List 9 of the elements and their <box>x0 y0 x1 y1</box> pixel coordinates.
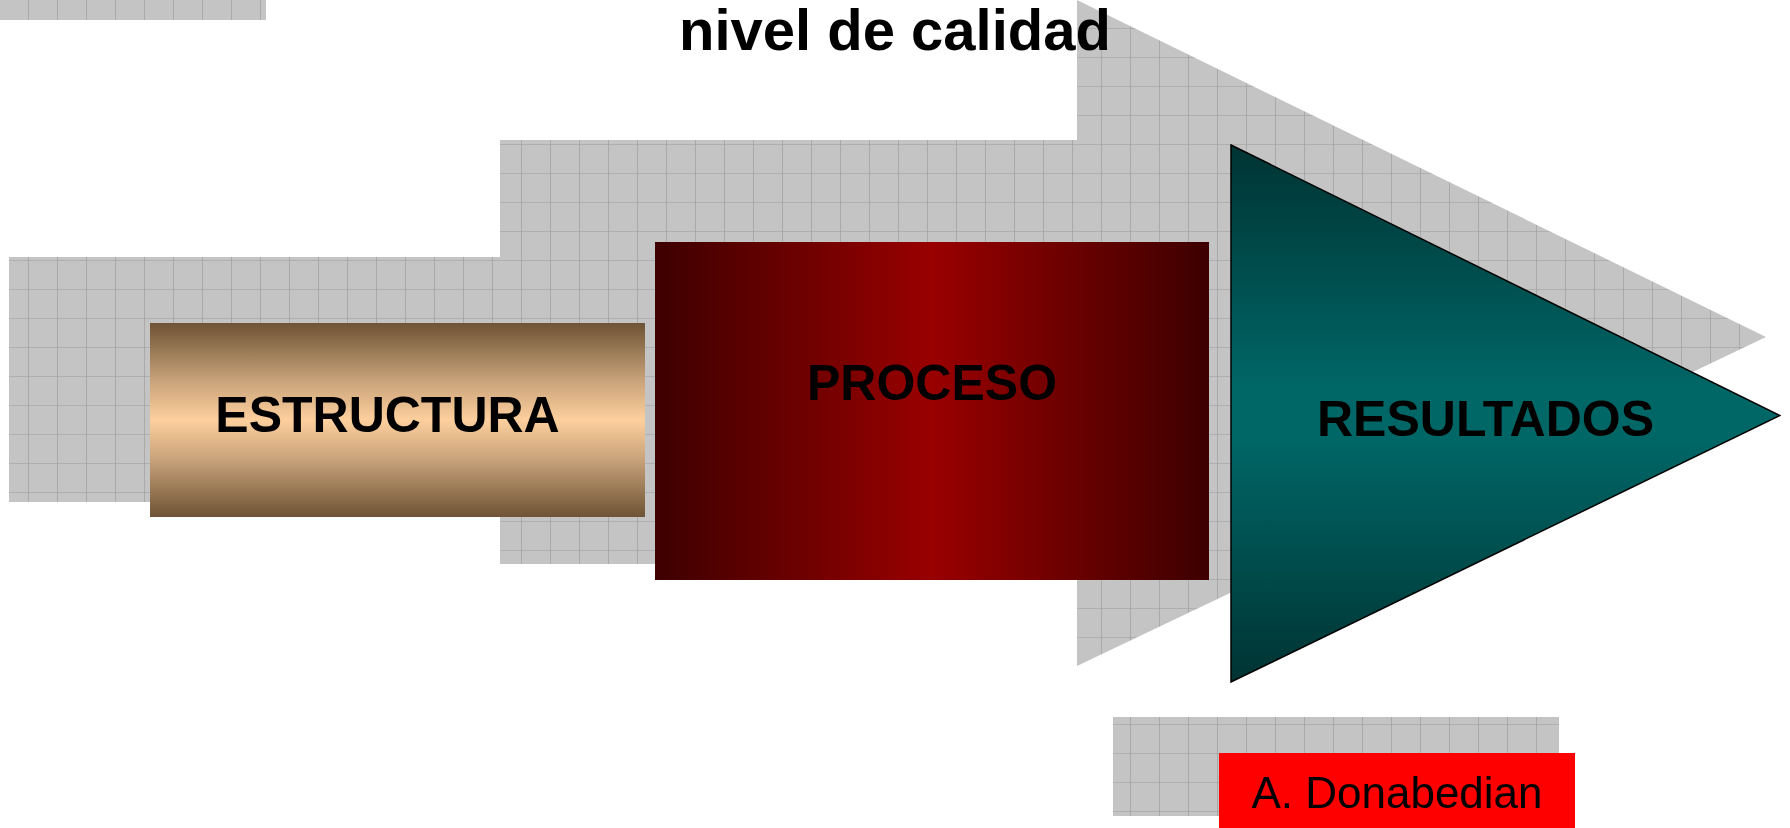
author-label-box <box>1219 753 1575 828</box>
label-text: A. Donabedian <box>1251 767 1543 818</box>
label-text: RESULTADOS <box>1316 389 1654 448</box>
label-text: ESTRUCTURA <box>215 386 560 444</box>
title: nivel de calidad <box>679 0 1111 62</box>
process-box <box>655 242 1209 580</box>
cylinder-shape <box>150 323 645 517</box>
triangle-shape <box>1230 144 1781 683</box>
label-text: PROCESO <box>806 354 1058 412</box>
